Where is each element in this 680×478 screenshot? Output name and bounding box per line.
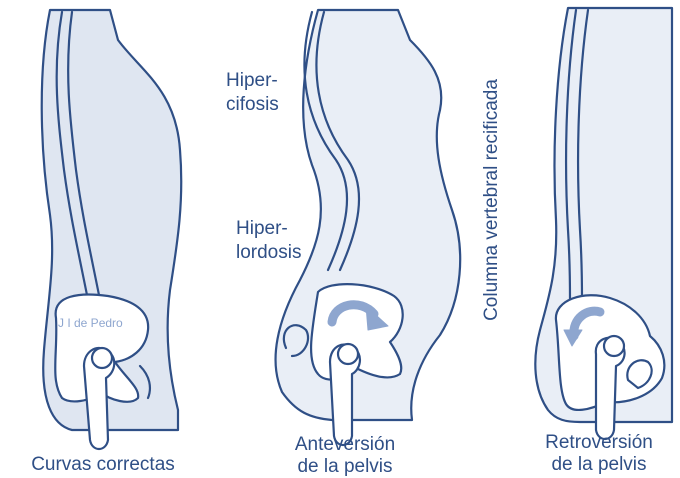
left-femur-head xyxy=(92,348,112,368)
label-hipercifosis-line1: Hiper- xyxy=(226,70,278,92)
figure-right xyxy=(535,8,672,439)
figure-middle xyxy=(276,10,461,445)
label-hiperlordosis-line1: Hiper- xyxy=(236,218,288,240)
caption-middle-line2: de la pelvis xyxy=(270,456,420,478)
figure-left xyxy=(42,10,182,449)
caption-right-line2: de la pelvis xyxy=(524,454,674,476)
middle-femur-head xyxy=(338,344,358,364)
signature-label: J I de Pedro xyxy=(58,316,123,330)
label-hipercifosis-line2: cifosis xyxy=(226,94,279,116)
right-femur-head xyxy=(604,336,624,356)
label-columna-vertebral: Columna vertebral recificada xyxy=(480,40,504,360)
label-hiperlordosis-line2: lordosis xyxy=(236,242,301,264)
caption-middle-line1: Anteversión xyxy=(270,434,420,456)
caption-left: Curvas correctas xyxy=(8,454,198,476)
caption-right-line1: Retroversión xyxy=(524,432,674,454)
